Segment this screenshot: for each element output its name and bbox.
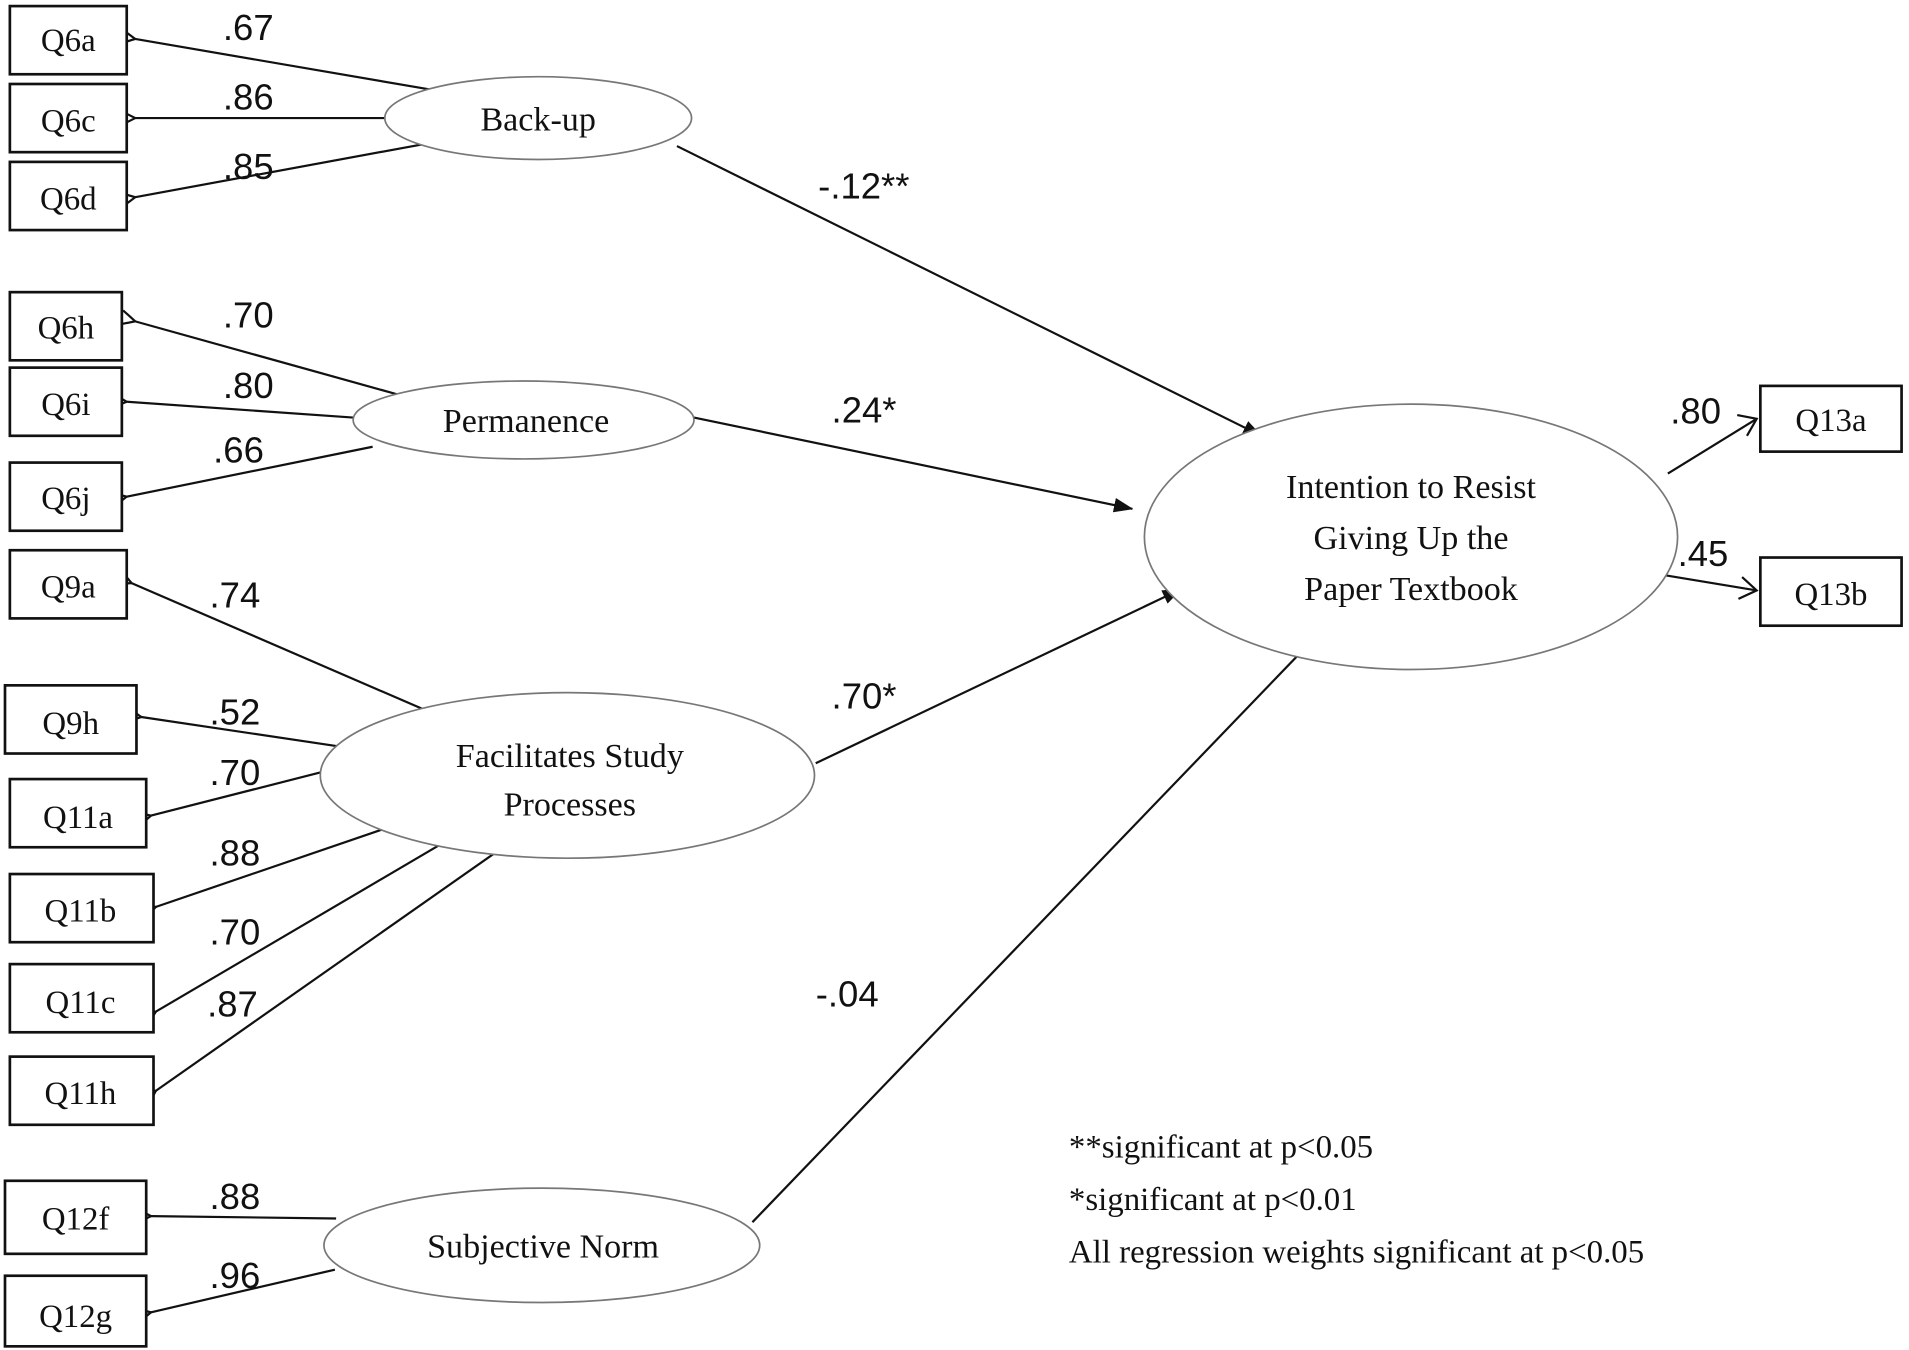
latent-label: Permanence	[443, 403, 610, 440]
indicator-q6a: Q6a	[8, 4, 129, 76]
indicator-q11b: Q11b	[8, 872, 155, 944]
edge-facilitates-q11a	[151, 770, 323, 816]
arrowhead-q13b	[1737, 576, 1759, 600]
latent-label: Subjective Norm	[427, 1228, 659, 1265]
edge-facilitates-q11c	[156, 839, 449, 1012]
edge-intention-q13b	[1653, 572, 1757, 592]
indicator-label: Q6h	[38, 310, 95, 346]
indicator-label: Q12g	[39, 1299, 112, 1335]
indicator-q9a: Q9a	[8, 548, 129, 620]
coef-facilitates-intention: .70*	[832, 675, 897, 716]
latent-label: Back-up	[480, 101, 595, 138]
indicator-label: Q6a	[41, 23, 96, 59]
indicator-q13a: Q13a	[1759, 384, 1903, 453]
latent-label-line1: Intention to Resist	[1286, 469, 1536, 506]
edge-permanence-q6i	[127, 402, 354, 419]
indicator-q6i: Q6i	[8, 366, 124, 438]
loading-q13b: .45	[1678, 533, 1729, 574]
path-permanence-intention	[693, 416, 1134, 513]
latent-subjective: Subjective Norm	[323, 1187, 761, 1304]
path-backup-intention	[676, 145, 1263, 437]
loading-q9h: .52	[210, 691, 261, 732]
latent-facilitates: Facilitates Study Processes	[319, 691, 816, 860]
loading-q6a: .67	[223, 7, 274, 48]
latent-intention: Intention to Resist Giving Up the Paper …	[1143, 403, 1679, 671]
latent-backup: Back-up	[383, 75, 693, 161]
loading-q6d: .85	[223, 146, 274, 187]
indicator-label: Q6c	[41, 103, 96, 139]
edges-backup	[135, 39, 434, 198]
indicator-q11a: Q11a	[8, 777, 148, 849]
loading-q11c: .70	[210, 912, 261, 953]
note-line: All regression weights significant at p<…	[1069, 1234, 1644, 1270]
edge-subjective-q12f	[151, 1216, 337, 1218]
indicator-q9h: Q9h	[3, 684, 138, 755]
indicator-q13b: Q13b	[1759, 556, 1903, 628]
indicator-q6j: Q6j	[8, 461, 124, 533]
indicator-label: Q13b	[1794, 577, 1867, 613]
edge-intention-q13a	[1667, 417, 1758, 475]
loading-q12g: .96	[210, 1255, 261, 1296]
indicator-q6c: Q6c	[8, 82, 129, 154]
indicator-label: Q12f	[42, 1201, 110, 1237]
loading-q6j: .66	[213, 430, 264, 471]
note-line: **significant at p<0.05	[1069, 1130, 1373, 1166]
edges-intention	[1653, 414, 1759, 600]
loading-q6h: .70	[223, 294, 274, 335]
coef-subjective-intention: -.04	[816, 974, 879, 1015]
loading-q11a: .70	[210, 752, 261, 793]
edge-subjective-q12g	[151, 1268, 336, 1313]
edge-backup-q6d	[135, 142, 427, 198]
indicator-q6d: Q6d	[8, 160, 129, 232]
edge-facilitates-q11h	[156, 843, 508, 1091]
indicator-label: Q6j	[41, 481, 90, 517]
edge-facilitates-q9a	[132, 583, 439, 717]
indicator-label: Q11h	[45, 1076, 117, 1112]
latent-label-line2: Processes	[504, 787, 637, 824]
edge-facilitates-q9h	[141, 717, 338, 748]
indicator-label: Q11a	[43, 800, 113, 836]
indicator-label: Q6i	[41, 387, 90, 423]
indicator-label: Q6d	[40, 181, 97, 217]
indicator-q12f: Q12f	[3, 1179, 148, 1256]
edge-facilitates-q11b	[156, 826, 388, 907]
loading-q6i: .80	[223, 365, 274, 406]
latent-permanence: Permanence	[352, 380, 695, 460]
indicator-q11h: Q11h	[8, 1055, 155, 1127]
coef-backup-intention: -.12**	[818, 165, 909, 206]
edges-permanence	[127, 321, 403, 497]
loading-q13a: .80	[1670, 391, 1721, 432]
edge-backup-q6a	[135, 39, 434, 92]
note-line: *significant at p<0.01	[1069, 1182, 1357, 1218]
significance-notes: **significant at p<0.05 *significant at …	[1069, 1130, 1644, 1271]
path-facilitates-intention	[815, 588, 1183, 765]
indicator-q6h: Q6h	[8, 290, 124, 362]
edges-facilitates	[132, 583, 508, 1091]
latent-label-line1: Facilitates Study	[456, 738, 684, 775]
edge-permanence-q6j	[127, 445, 373, 497]
loading-q6c: .86	[223, 77, 274, 118]
indicator-label: Q9a	[41, 570, 96, 606]
structural-paths	[676, 145, 1314, 1223]
indicator-label: Q11c	[45, 985, 115, 1021]
indicator-label: Q11b	[45, 894, 117, 930]
path-subjective-intention	[751, 639, 1314, 1223]
loading-labels: .67 .86 .85 .70 .80 .66 .74 .52 .70 .88 …	[207, 7, 1728, 1296]
edges-subjective	[151, 1216, 337, 1313]
latent-label-line2: Giving Up the	[1314, 520, 1509, 557]
loading-q9a: .74	[210, 574, 261, 615]
latent-label-line3: Paper Textbook	[1304, 571, 1519, 608]
loading-q11b: .88	[210, 833, 261, 874]
arrowhead-q13a	[1737, 414, 1759, 437]
edge-permanence-q6h	[135, 321, 403, 397]
indicator-q11c: Q11c	[8, 962, 155, 1034]
coef-permanence-intention: .24*	[832, 389, 897, 430]
loading-q12f: .88	[210, 1176, 261, 1217]
indicator-q12g: Q12g	[3, 1274, 148, 1348]
indicator-label: Q9h	[42, 706, 99, 742]
path-coefficient-labels: -.12** .24* .70* -.04	[816, 165, 910, 1014]
indicator-label: Q13a	[1795, 403, 1867, 439]
loading-q11h: .87	[207, 983, 258, 1024]
